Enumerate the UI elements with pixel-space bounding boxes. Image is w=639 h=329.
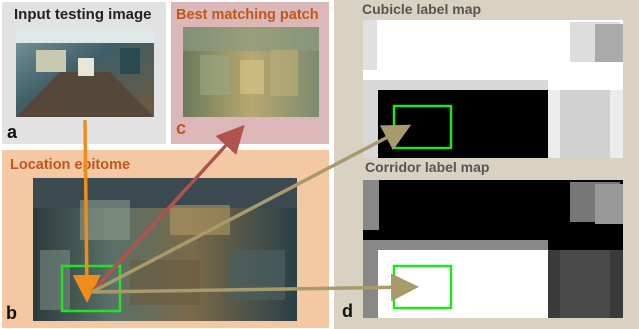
location-epitome-image — [33, 178, 297, 321]
corridor-label-map — [363, 180, 623, 318]
letter-b: b — [6, 303, 17, 323]
best-patch-title: Best matching patch — [176, 7, 319, 23]
arrow-epitome-to-cubicle — [91, 124, 412, 294]
epitome-title: Location epitome — [10, 157, 131, 173]
arrow-epitome-to-patch — [90, 124, 245, 294]
letter-a: a — [7, 122, 18, 142]
input-image-title: Input testing image — [14, 6, 152, 23]
best-matching-patch-image — [183, 27, 319, 117]
epitome-selection-box — [60, 264, 122, 313]
letter-d: d — [342, 301, 353, 321]
corridor-label-title: Corridor label map — [365, 159, 490, 175]
cubicle-label-map — [363, 20, 623, 158]
arrow-epitome-to-corridor — [91, 273, 419, 302]
input-testing-image — [16, 27, 154, 117]
letter-c: c — [176, 118, 187, 138]
cubicle-label-title: Cubicle label map — [362, 1, 482, 17]
arrow-input-to-epitome — [72, 119, 101, 303]
